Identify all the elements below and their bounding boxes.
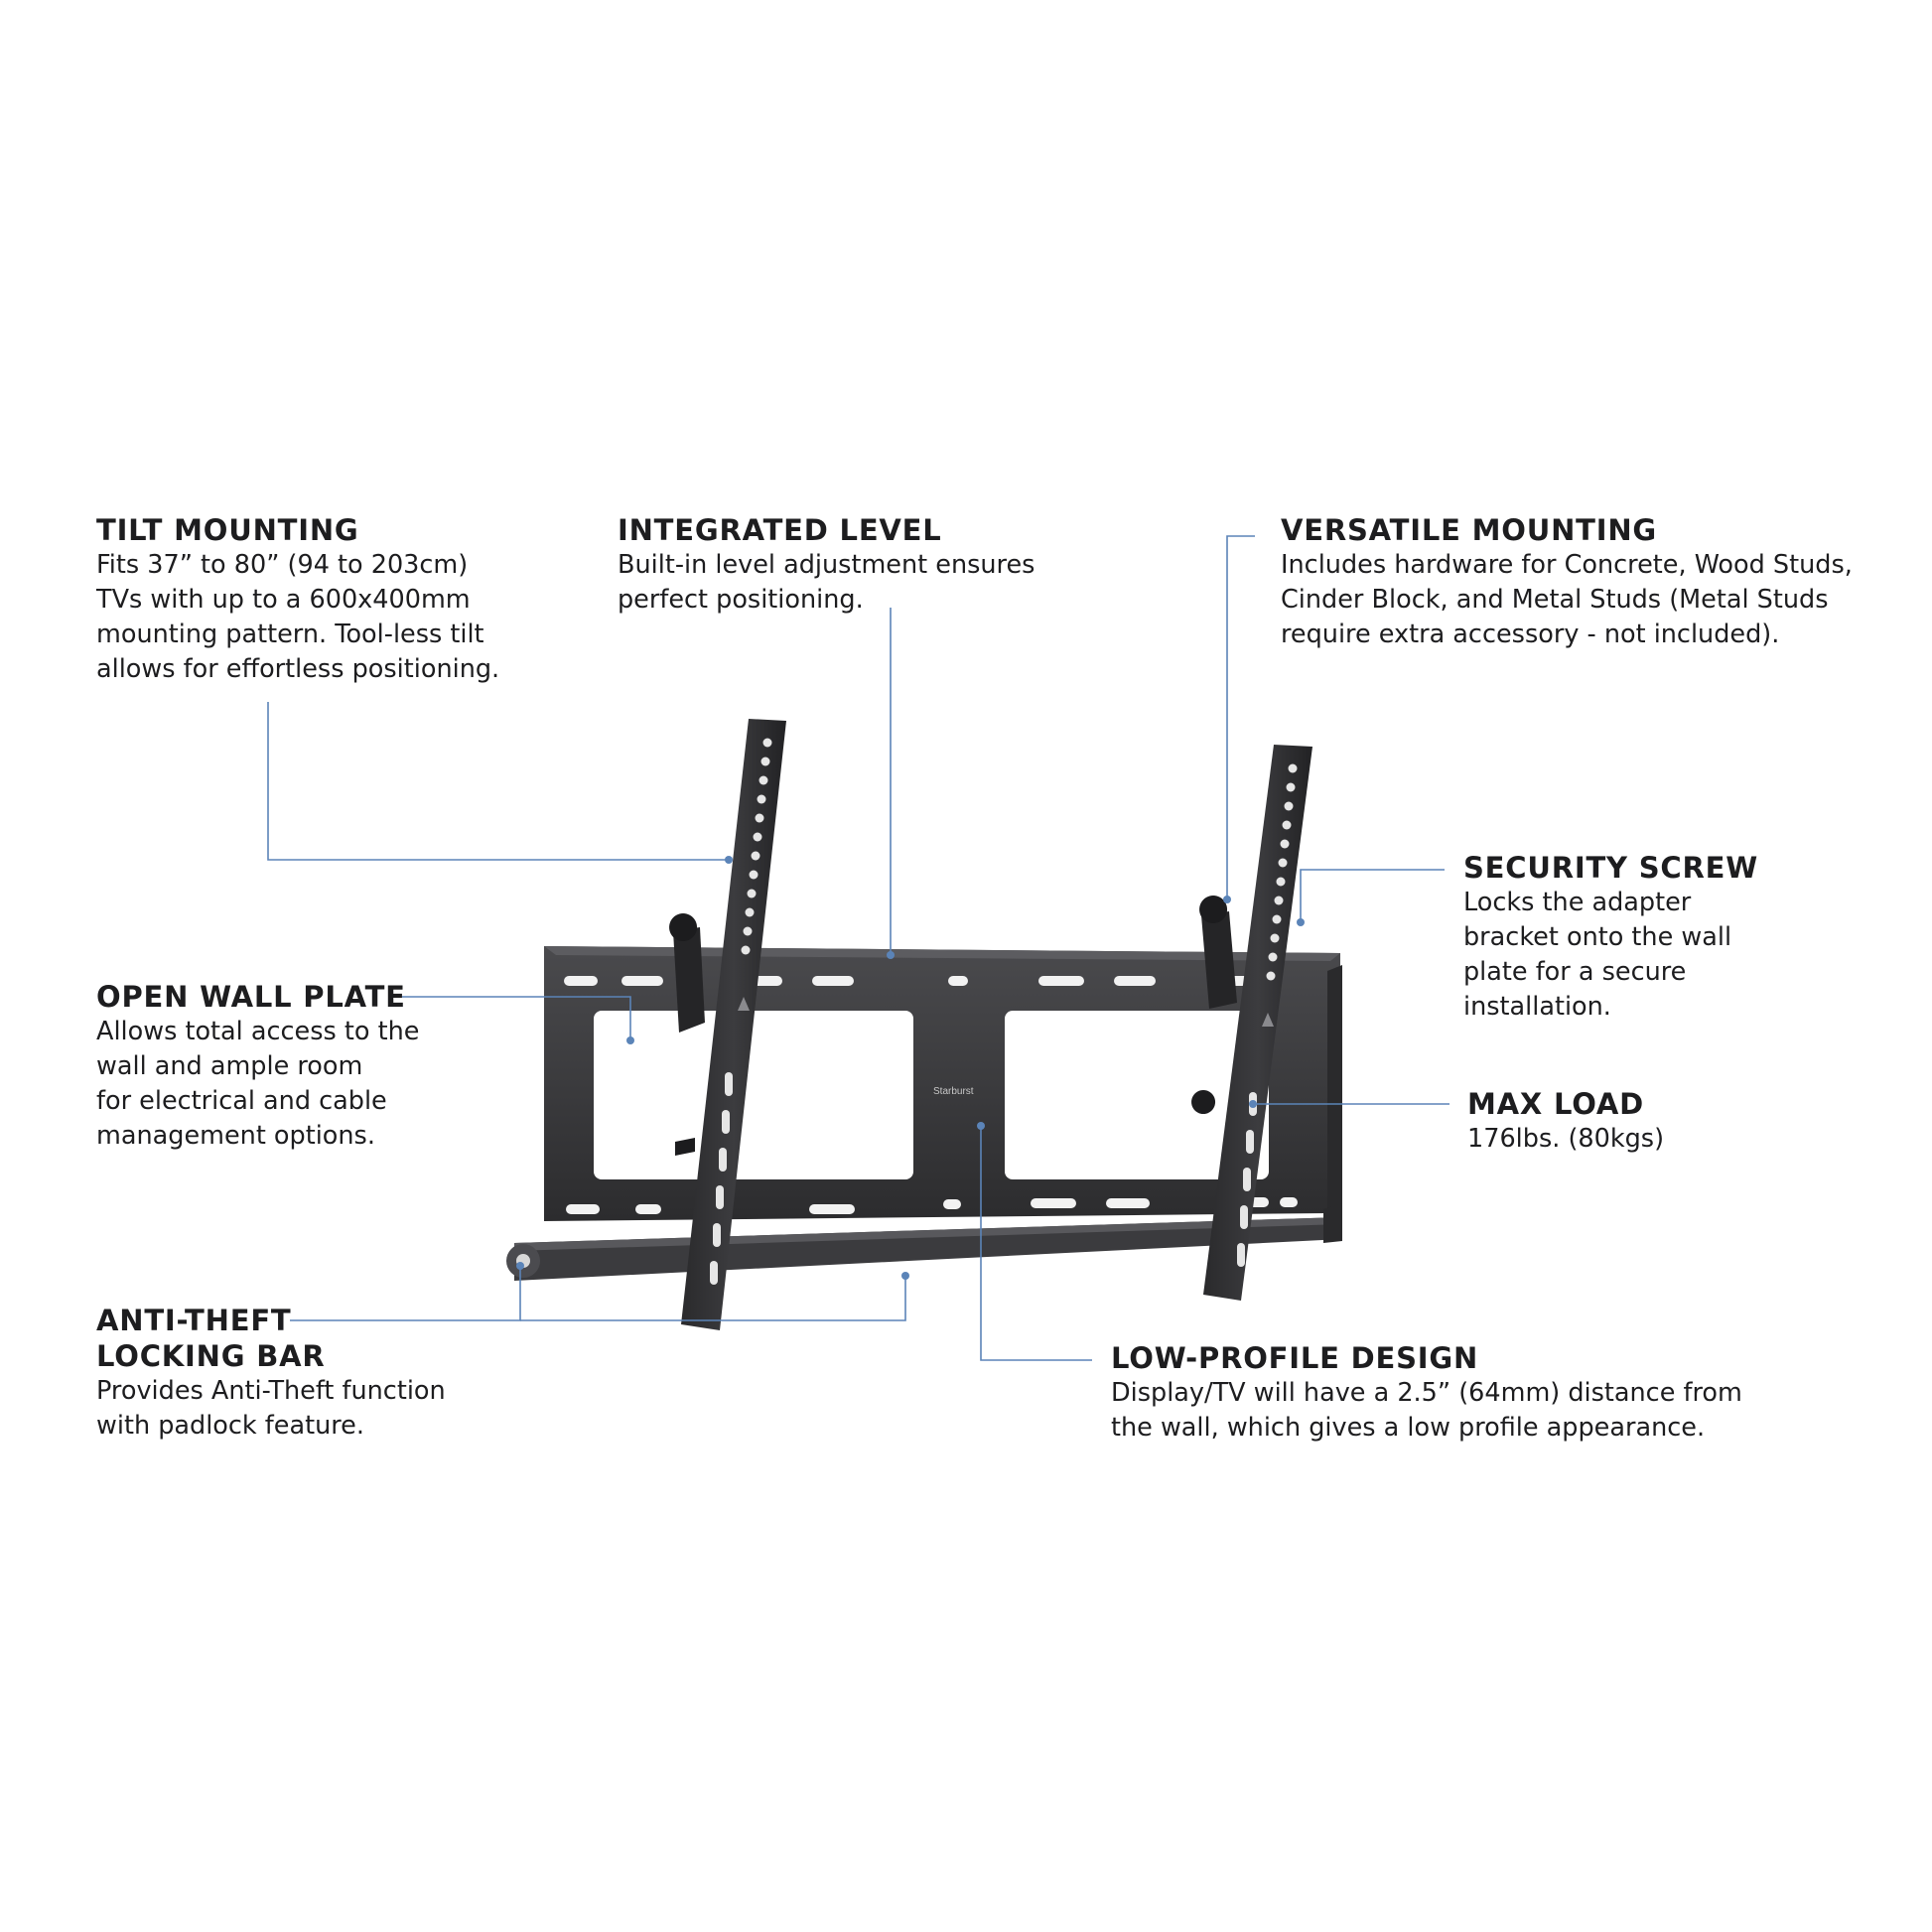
feature-title: MAX LOAD	[1467, 1087, 1644, 1121]
feature-title: INTEGRATED LEVEL	[618, 513, 942, 547]
callout-line-versatile-mounting	[1226, 535, 1255, 899]
feature-description: Includes hardware for Concrete, Wood Stu…	[1281, 550, 1853, 649]
callout-line-open-wall-plate	[402, 996, 631, 1040]
feature-title: OPEN WALL PLATE	[96, 980, 406, 1014]
right-arm-holes	[1266, 763, 1298, 981]
feature-description: Allows total access to the wall and ampl…	[96, 1017, 420, 1151]
feature-title: ANTI-THEFT LOCKING BAR	[96, 1304, 326, 1373]
feature-description: Locks the adapter bracket onto the wall …	[1463, 888, 1732, 1022]
feature-title: SECURITY SCREW	[1463, 851, 1759, 885]
feature-low-profile-design: LOW-PROFILE DESIGN Display/TV will have …	[1111, 1340, 1826, 1446]
feature-title: TILT MOUNTING	[96, 513, 359, 547]
feature-title: VERSATILE MOUNTING	[1281, 513, 1657, 547]
callout-line-security-screw	[1300, 869, 1445, 922]
feature-title: LOW-PROFILE DESIGN	[1111, 1341, 1479, 1375]
callout-line-low-profile	[980, 1126, 1092, 1361]
right-arm-slots	[1237, 1092, 1257, 1267]
feature-description: Built-in level adjustment ensures perfec…	[618, 550, 1035, 615]
feature-versatile-mounting: VERSATILE MOUNTING Includes hardware for…	[1281, 512, 1916, 652]
callout-lines	[267, 535, 1449, 1361]
left-arm-holes	[741, 738, 772, 955]
brand-logo: Starburst	[933, 1086, 974, 1097]
feature-description: Display/TV will have a 2.5” (64mm) dista…	[1111, 1378, 1742, 1443]
feature-anti-theft-locking-bar: ANTI-THEFT LOCKING BAR Provides Anti-The…	[96, 1303, 513, 1444]
feature-description: Provides Anti-Theft function with padloc…	[96, 1376, 446, 1441]
plate-bottom-slots	[566, 1197, 1298, 1214]
callout-line-anti-theft-b	[520, 1276, 906, 1321]
callout-dots	[516, 856, 1305, 1280]
feature-security-screw: SECURITY SCREW Locks the adapter bracket…	[1463, 850, 1801, 1025]
left-tilt-arm	[669, 719, 786, 1330]
feature-integrated-level: INTEGRATED LEVEL Built-in level adjustme…	[618, 512, 1074, 618]
feature-tilt-mounting: TILT MOUNTING Fits 37” to 80” (94 to 203…	[96, 512, 523, 687]
feature-description: 176lbs. (80kgs)	[1467, 1124, 1665, 1154]
plate-opening-left	[594, 1011, 913, 1179]
left-arm-slots	[710, 1072, 733, 1285]
feature-open-wall-plate: OPEN WALL PLATE Allows total access to t…	[96, 979, 483, 1154]
callout-line-tilt-mounting	[267, 702, 729, 861]
plate-top-slots	[564, 976, 1271, 986]
plate-opening-right	[1005, 1011, 1269, 1179]
right-tilt-arm	[1191, 745, 1312, 1301]
feature-description: Fits 37” to 80” (94 to 203cm) TVs with u…	[96, 550, 500, 684]
feature-max-load: MAX LOAD 176lbs. (80kgs)	[1467, 1086, 1765, 1157]
